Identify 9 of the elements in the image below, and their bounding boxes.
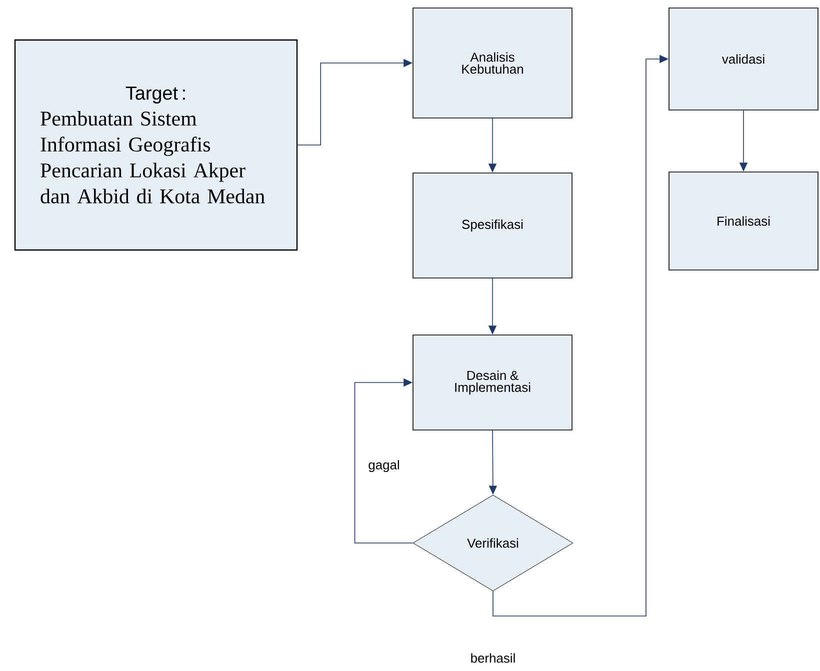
arrow xyxy=(354,378,414,544)
target-box: Target : Pembuatan Sistem Informasi Geografis Pencarian Lokasi Akper dan Akbid di Kota Medan xyxy=(14,39,298,251)
edge-label: berhasil xyxy=(469,652,517,664)
process-box: Desain & Implementasi xyxy=(412,334,572,430)
process-box: Analisis Kebutuhan xyxy=(412,8,572,118)
edge-label: gagal xyxy=(367,458,401,474)
process-box: Finalisasi xyxy=(668,172,818,270)
process-box: Spesifikasi xyxy=(412,172,572,278)
process-box: validasi xyxy=(668,8,818,110)
